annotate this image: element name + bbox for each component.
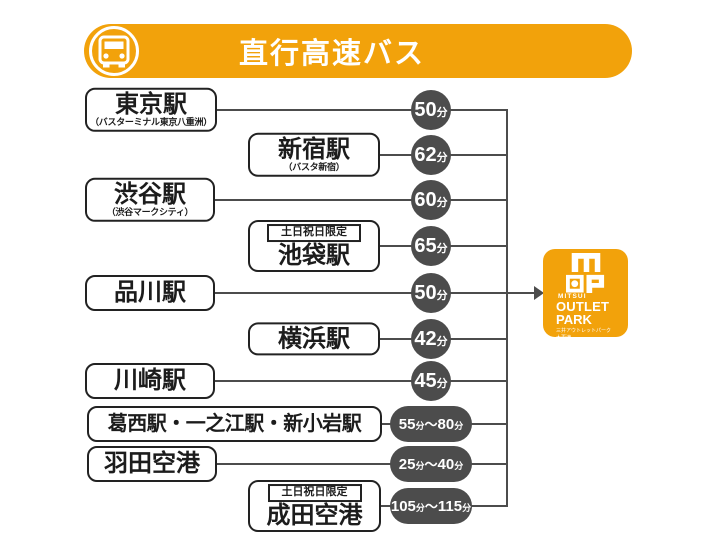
station-box: 葛西駅・一之江駅・新小岩駅: [87, 406, 382, 442]
station-name: 池袋駅: [278, 241, 350, 269]
time-pill: 50分: [411, 273, 451, 313]
header-banner: [84, 24, 632, 78]
station-note: （バスタ新宿）: [283, 161, 345, 172]
time-pill: 45分: [411, 361, 451, 401]
time-pill: 65分: [411, 226, 451, 266]
station-name: 新宿駅: [278, 135, 350, 163]
mop-location-name: 木更津: [556, 335, 628, 337]
station-name: 羽田空港: [104, 450, 200, 478]
mop-japanese-name: 三井アウトレットパーク: [556, 328, 612, 335]
time-pill: 55分〜80分: [390, 406, 472, 442]
station-box: 横浜駅: [248, 322, 380, 356]
arrowhead-icon: [534, 286, 544, 300]
connector-line: [215, 379, 508, 383]
station-box: 土日祝日限定 成田空港: [248, 480, 381, 532]
limited-badge: 土日祝日限定: [267, 224, 361, 242]
station-name: 成田空港: [266, 501, 363, 529]
station-name: 品川駅: [114, 279, 186, 307]
mitsui-outlet-park-logo: MITSUI OUTLET PARK 三井アウトレットパーク 木更津: [543, 249, 628, 337]
station-note: （バスターミナル東京八重洲）: [90, 116, 212, 127]
station-name: 川崎駅: [114, 367, 186, 395]
mop-outlet-label: OUTLET: [556, 299, 610, 315]
time-pill: 62分: [411, 135, 451, 175]
station-box: 渋谷駅 （渋谷マークシティ）: [85, 177, 215, 223]
time-pill: 60分: [411, 180, 451, 220]
station-name: 横浜駅: [278, 325, 350, 353]
station-box: 東京駅 （バスターミナル東京八重洲）: [85, 87, 217, 133]
bus-icon: [87, 24, 141, 78]
page-title-wrap: 直行高速バス: [84, 24, 632, 78]
time-pill: 42分: [411, 319, 451, 359]
connector-line: [217, 108, 508, 112]
station-name: 葛西駅・一之江駅・新小岩駅: [107, 412, 362, 435]
station-box: 品川駅: [85, 275, 215, 311]
station-box: 羽田空港: [87, 446, 217, 482]
time-pill: 50分: [411, 90, 451, 130]
connector-line: [217, 462, 508, 466]
arrow-to-destination: [506, 291, 536, 295]
trunk-line: [505, 108, 508, 508]
page-title: 直行高速バス: [238, 38, 425, 70]
time-pill: 25分〜40分: [390, 446, 472, 482]
station-name: 渋谷駅: [114, 180, 186, 208]
station-box: 土日祝日限定 池袋駅: [248, 220, 380, 272]
mop-wordmark: MITSUI OUTLET PARK 三井アウトレットパーク 木更津: [543, 293, 628, 337]
mop-mitsui-label: MITSUI: [558, 293, 587, 300]
connector-line: [215, 291, 508, 295]
station-name: 東京駅: [115, 90, 187, 118]
mop-park-label: PARK: [556, 312, 592, 328]
mop-monogram-icon: [565, 253, 604, 293]
limited-badge: 土日祝日限定: [267, 484, 362, 502]
station-box: 新宿駅 （バスタ新宿）: [248, 132, 380, 178]
station-box: 川崎駅: [85, 363, 215, 399]
connector-line: [215, 198, 508, 202]
station-note: （渋谷マークシティ）: [106, 206, 194, 217]
time-pill: 105分〜115分: [390, 488, 472, 524]
